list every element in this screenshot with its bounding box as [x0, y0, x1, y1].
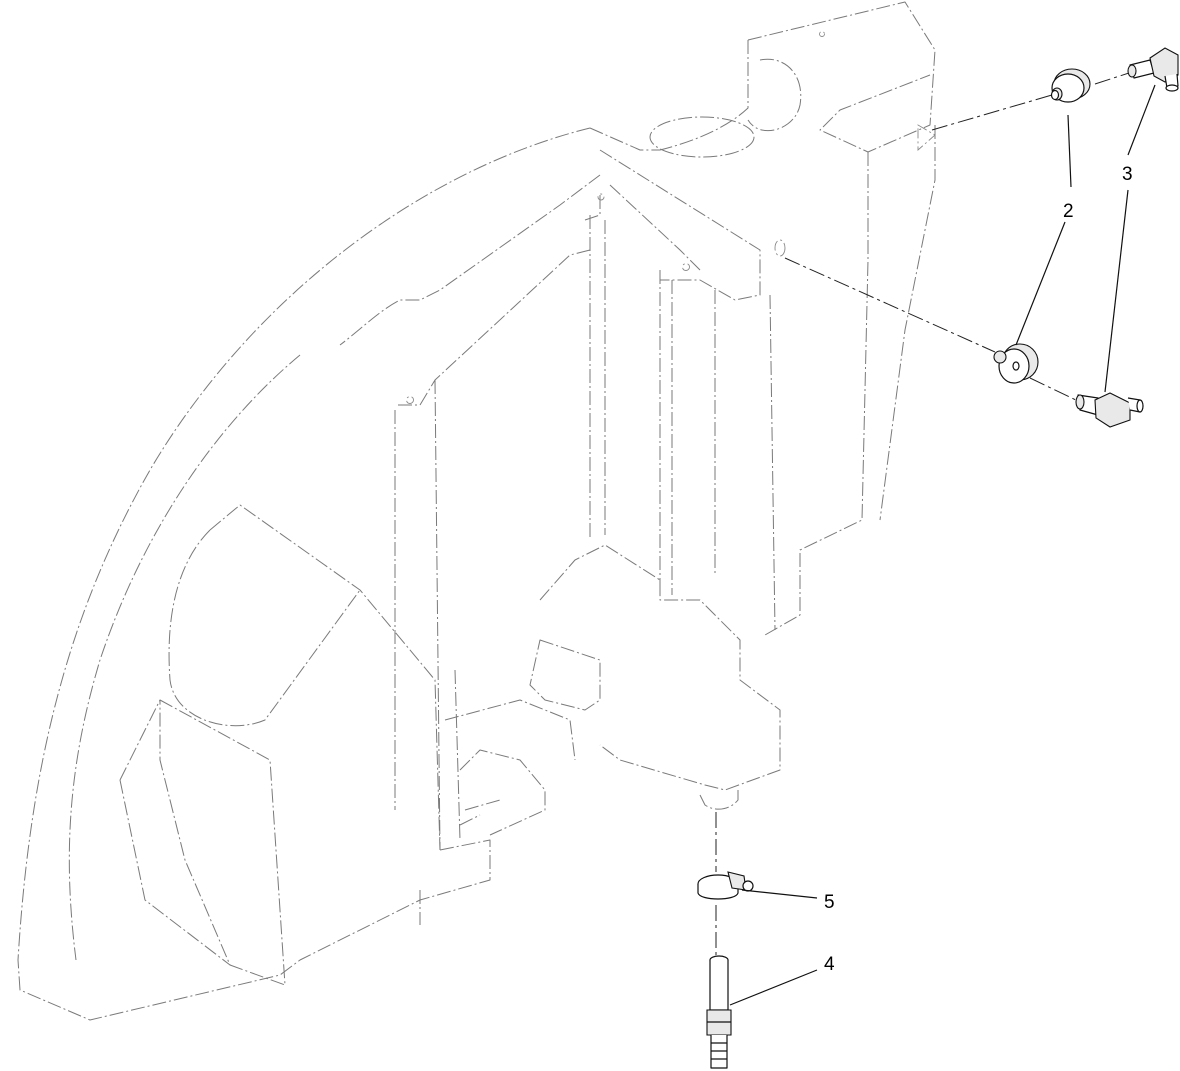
- base-lower: [279, 839, 491, 976]
- explode-line-side: [784, 257, 996, 353]
- bushing-top: [1050, 68, 1091, 103]
- base-lip: [419, 799, 501, 925]
- elbow-fitting-side: [1075, 392, 1144, 428]
- leader-3-top: [1127, 84, 1156, 156]
- filler-neck: [649, 116, 755, 158]
- callout-3: 3: [1122, 164, 1133, 185]
- explode-line-top-fitting: [1094, 71, 1133, 85]
- leader-4: [729, 969, 818, 1006]
- explode-line-side-fitting: [1029, 377, 1081, 403]
- left-rib: [398, 249, 591, 406]
- housing-right-face: [764, 152, 869, 636]
- housing-outer-arc: [17, 127, 591, 1021]
- leader-lines: [729, 84, 1156, 1006]
- hose-barb-fitting: [706, 955, 732, 1069]
- callout-4: 4: [824, 954, 835, 975]
- housing-tower: [747, 1, 936, 153]
- bushing-side: [993, 343, 1039, 384]
- housing-top-ridge2: [339, 174, 601, 346]
- center-channel: [589, 215, 776, 631]
- hose-clamp: [697, 871, 754, 900]
- front-panel: [159, 699, 286, 986]
- elbow-fitting-top: [1127, 47, 1179, 92]
- tank-housing-ghost: [17, 1, 936, 1021]
- callout-2: 2: [1063, 201, 1074, 222]
- left-channel: [394, 379, 461, 851]
- callout-labels: 2 3 4 5: [824, 164, 1133, 975]
- housing-top-ridge: [589, 127, 761, 301]
- base-notch: [529, 639, 601, 711]
- leader-3-side: [1104, 189, 1129, 393]
- leader-2-side: [1015, 221, 1066, 346]
- leader-5: [741, 889, 818, 899]
- explode-line-top: [931, 94, 1053, 131]
- housing-ridge3: [584, 184, 701, 271]
- callout-5: 5: [824, 892, 835, 913]
- tower-front: [659, 40, 802, 151]
- bushing-port-side: [774, 239, 786, 257]
- housing-inner-arc: [68, 354, 301, 961]
- front-pocket: [209, 504, 441, 851]
- drain-boss: [699, 790, 739, 810]
- front-pocket-face: [168, 529, 361, 727]
- explode-lines: [715, 71, 1133, 956]
- front-panel-inner: [119, 699, 231, 966]
- leader-2-top: [1067, 114, 1072, 188]
- base-step: [539, 544, 781, 791]
- base-notch2: [444, 699, 576, 836]
- housing-right-rear: [879, 125, 936, 521]
